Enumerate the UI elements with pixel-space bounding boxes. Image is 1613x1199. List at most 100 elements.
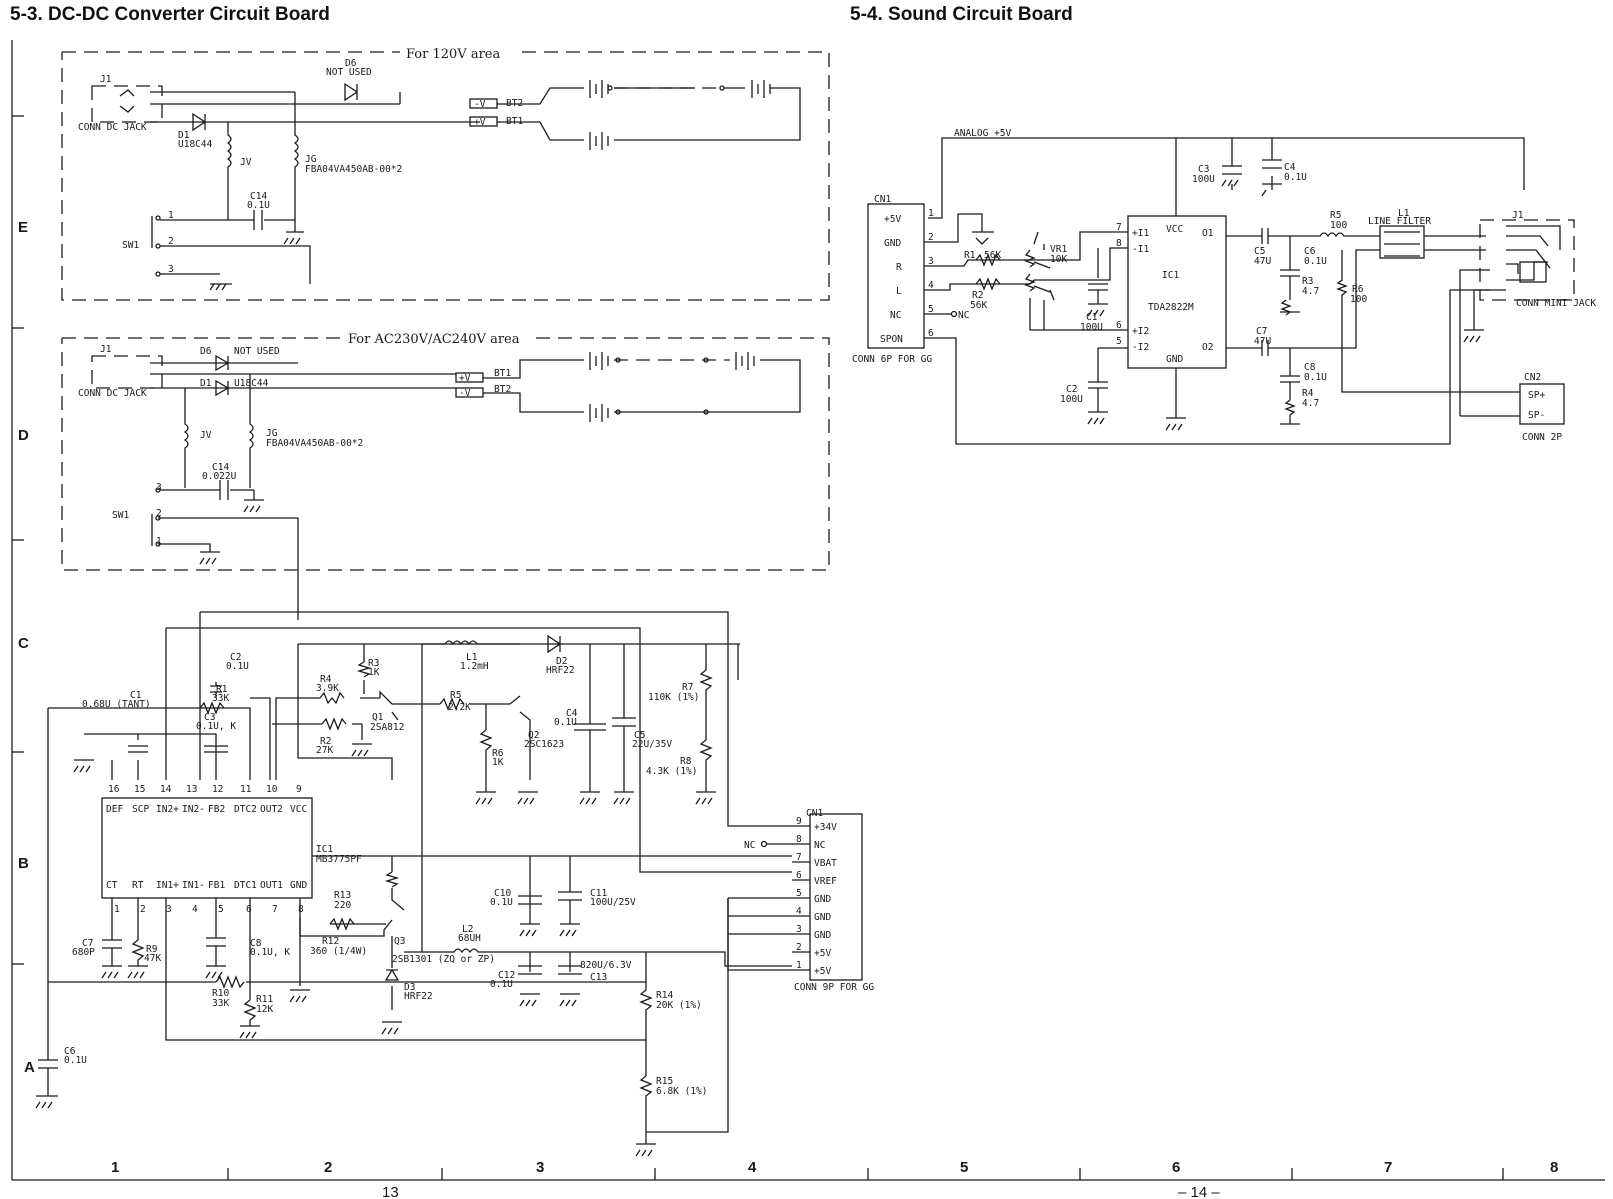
q1-part: 2SA812 xyxy=(370,722,404,733)
sound-cn1-label: CN1 xyxy=(874,194,891,205)
sound-ic1-num-7: 7 xyxy=(1116,222,1122,233)
c1-label-dcdc: C1 xyxy=(130,690,142,701)
r3-label-dcdc: R3 xyxy=(368,658,379,669)
bt2-label-120: BT2 xyxy=(506,98,523,109)
c12-val: 0.1U xyxy=(490,979,513,990)
c11-label: C11 xyxy=(590,888,607,899)
c2-label-dcdc: C2 xyxy=(230,652,241,663)
r5-val-dcdc: 2.2K xyxy=(448,702,471,713)
sound-c3-label: C3 xyxy=(1198,164,1209,175)
c7-val-dcdc: 680P xyxy=(72,947,95,958)
sound-cn1-pin-2: 2 xyxy=(928,232,934,243)
sound-ic1-num-5: 5 xyxy=(1116,336,1122,347)
ic1-bot-name-1: CT xyxy=(106,880,118,891)
vneg-label-120: -V xyxy=(474,99,486,110)
cn1-pin-9: 9 xyxy=(796,816,802,827)
d1-part-230: U18C44 xyxy=(234,378,269,389)
r14-val: 20K (1%) xyxy=(656,1000,702,1011)
d1-label-230: D1 xyxy=(200,378,212,389)
ic1-pin-9: 9 xyxy=(296,784,302,795)
r7-val-dcdc: 110K (1%) xyxy=(648,692,699,703)
ic1-pin-15: 15 xyxy=(134,784,145,795)
c11-val: 100U/25V xyxy=(590,897,636,908)
q3-part: 2SB1301 (ZQ or ZP) xyxy=(392,954,495,965)
sound-cn1-name-6: SPON xyxy=(880,334,903,345)
c10-label: C10 xyxy=(494,888,511,899)
sound-c8-val: 0.1U xyxy=(1304,372,1327,383)
cn1-name-5: GND xyxy=(814,894,831,905)
dcdc-section-title: 5-3. DC-DC Converter Circuit Board xyxy=(10,4,330,25)
sound-r3-val: 4.7 xyxy=(1302,286,1319,297)
c6-label-dcdc: C6 xyxy=(64,1046,76,1057)
sound-r5-label: R5 xyxy=(1330,210,1341,221)
grid-row-b: B xyxy=(18,855,29,872)
sound-circuit: ANALOG +5V CN1 +5V GND R L NC SPON 1 2 3… xyxy=(852,128,1596,445)
d2-label: D2 xyxy=(556,656,567,667)
ic1-bot-name-7: OUT1 xyxy=(260,880,283,891)
l2-val: 68UH xyxy=(458,933,481,944)
r6-val-dcdc: 1K xyxy=(492,757,504,768)
sw1-pin1-230: 1 xyxy=(156,536,162,547)
cn1-nc-label: NC xyxy=(744,840,755,851)
r1-val-dcdc: 33K xyxy=(212,693,229,704)
cn1-name-4: VREF xyxy=(814,876,837,887)
cn1-name-8: +5V xyxy=(814,948,831,959)
sound-cn2-footer: CONN 2P xyxy=(1522,432,1562,443)
cn1-pin-4: 4 xyxy=(796,906,802,917)
ic1-bottom-pin-names: CT RT IN1+ IN1- FB1 DTC1 OUT1 GND xyxy=(106,880,307,891)
j1-label-120: J1 xyxy=(100,74,112,85)
ic1-pin-4: 4 xyxy=(192,904,198,915)
sound-ic1-label: IC1 xyxy=(1162,270,1179,281)
grid-col-4: 4 xyxy=(748,1159,757,1176)
sound-ic1-num-8: 8 xyxy=(1116,238,1122,249)
sound-r3-label: R3 xyxy=(1302,276,1313,287)
c14-label-230: C14 xyxy=(212,462,229,473)
sound-c5-val: 47U xyxy=(1254,256,1271,267)
sw1-pin3-230: 3 xyxy=(156,482,162,493)
cn1-name-9: +5V xyxy=(814,966,831,977)
ic1-label-dcdc: IC1 xyxy=(316,844,333,855)
sound-l1-name: LINE FILTER xyxy=(1368,216,1431,227)
ic1-part-dcdc: MB3775PF xyxy=(316,854,362,865)
ic1-bot-name-3: IN1+ xyxy=(156,880,179,891)
r10-val: 33K xyxy=(212,998,229,1009)
r7-label-dcdc: R7 xyxy=(682,682,693,693)
grid-row-e: E xyxy=(18,219,28,236)
sw1-label-120: SW1 xyxy=(122,240,139,251)
c5-val-dcdc: 22U/35V xyxy=(632,739,672,750)
j1-label-230: J1 xyxy=(100,344,112,355)
c3-val-dcdc: 0.1U, K xyxy=(196,721,236,732)
bt1-label-230: BT1 xyxy=(494,368,511,379)
r2-label-dcdc: R2 xyxy=(320,736,331,747)
q3-label: Q3 xyxy=(394,936,405,947)
r13-val: 220 xyxy=(334,900,351,911)
grid-row-d: D xyxy=(18,427,29,444)
cn1-name-2: NC xyxy=(814,840,825,851)
sound-j1-footer: CONN MINI JACK xyxy=(1516,298,1596,309)
c7-label-dcdc: C7 xyxy=(82,938,93,949)
sound-ic1-num-6: 6 xyxy=(1116,320,1122,331)
cn1-name-1: +34V xyxy=(814,822,837,833)
box-120v-label: For 120V area xyxy=(406,47,500,62)
conn-dc-jack-230: CONN DC JACK xyxy=(78,388,147,399)
sound-r6-val: 100 xyxy=(1350,294,1367,305)
sound-c2-label: C2 xyxy=(1066,384,1077,395)
r12-label: R12 xyxy=(322,936,339,947)
r11-val: 12K xyxy=(256,1004,273,1015)
c4-val-dcdc: 0.1U xyxy=(554,717,577,728)
sound-c6-val: 0.1U xyxy=(1304,256,1327,267)
c14-val-230: 0.022U xyxy=(202,471,237,482)
ic1-pin-10: 10 xyxy=(266,784,278,795)
jg-label-230: JG xyxy=(266,428,278,439)
sound-cn1-name-4: L xyxy=(896,286,902,297)
sound-ic1-pin-l1: +I1 xyxy=(1132,228,1149,239)
bt1-label-120: BT1 xyxy=(506,116,523,127)
grid-row-a: A xyxy=(24,1059,35,1076)
r15-val: 6.8K (1%) xyxy=(656,1086,707,1097)
c13-val: 820U/6.3V xyxy=(580,960,632,971)
sound-cn1-name-5: NC xyxy=(890,310,901,321)
l1-val-dcdc: 1.2mH xyxy=(460,661,489,672)
l2-label: L2 xyxy=(462,924,473,935)
r12-val: 360 (1/4W) xyxy=(310,946,367,957)
q2-part: 2SC1623 xyxy=(524,739,564,750)
